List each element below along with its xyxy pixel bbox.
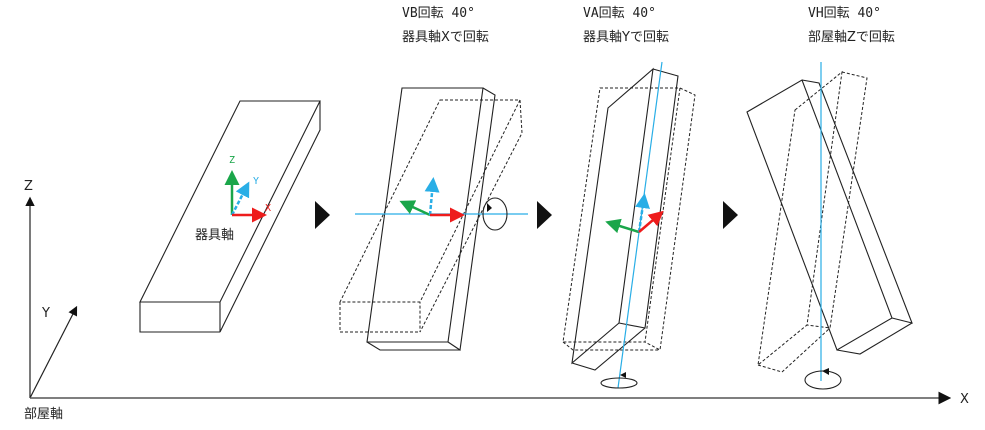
- step-title: VH回転 40°: [808, 6, 881, 21]
- fixture-y-label: Y: [253, 176, 259, 187]
- step-arrow-icon: [315, 201, 330, 229]
- z-arrow: [399, 200, 431, 217]
- step-description: 器具軸Xで回転: [402, 30, 489, 45]
- x-arrow: [638, 210, 664, 233]
- rotation-direction-icon: [482, 197, 508, 231]
- room-z-label: Z: [24, 179, 33, 194]
- room-x-label: X: [960, 392, 969, 407]
- rotation-direction-icon: [600, 377, 638, 389]
- rotated-box: [571, 67, 679, 371]
- z-arrow: [605, 218, 640, 234]
- fixture-z-label: Z: [229, 155, 235, 166]
- panel-vb: VB回転 40° 器具軸Xで回転: [339, 6, 528, 351]
- previous-box-outline: [562, 87, 696, 351]
- rotated-box: [746, 79, 913, 355]
- panel-va: VA回転 40° 器具軸Yで回転: [562, 6, 696, 389]
- fixture-box: [139, 100, 321, 333]
- previous-box-outline: [339, 99, 523, 333]
- rotation-direction-icon: [804, 370, 842, 390]
- y-arrow: [424, 177, 440, 216]
- room-axes: Z Y X 部屋軸: [24, 179, 969, 422]
- rotation-arrowhead-icon: [620, 372, 626, 378]
- step-title: VA回転 40°: [583, 6, 656, 21]
- previous-box-outline: [757, 70, 868, 373]
- rotated-box: [366, 87, 496, 351]
- panel-initial: Z Y X 器具軸: [139, 100, 321, 333]
- panel-vh: VH回転 40° 部屋軸Zで回転: [746, 6, 913, 390]
- fixture-y-arrow: [230, 181, 250, 216]
- step-title: VB回転 40°: [402, 6, 475, 21]
- rotation-arrowhead-icon: [822, 368, 829, 375]
- rotation-arrowhead-icon: [487, 203, 492, 212]
- step-description: 部屋軸Zで回転: [808, 30, 895, 45]
- fixture-x-label: X: [265, 203, 271, 214]
- step-arrow-icon: [723, 201, 738, 229]
- room-y-label: Y: [41, 306, 50, 321]
- step-description: 器具軸Yで回転: [583, 30, 669, 45]
- step-arrow-icon: [537, 201, 552, 229]
- room-y-axis: [29, 305, 78, 399]
- fixture-axes-label: 器具軸: [195, 228, 234, 243]
- room-axes-label: 部屋軸: [24, 407, 63, 422]
